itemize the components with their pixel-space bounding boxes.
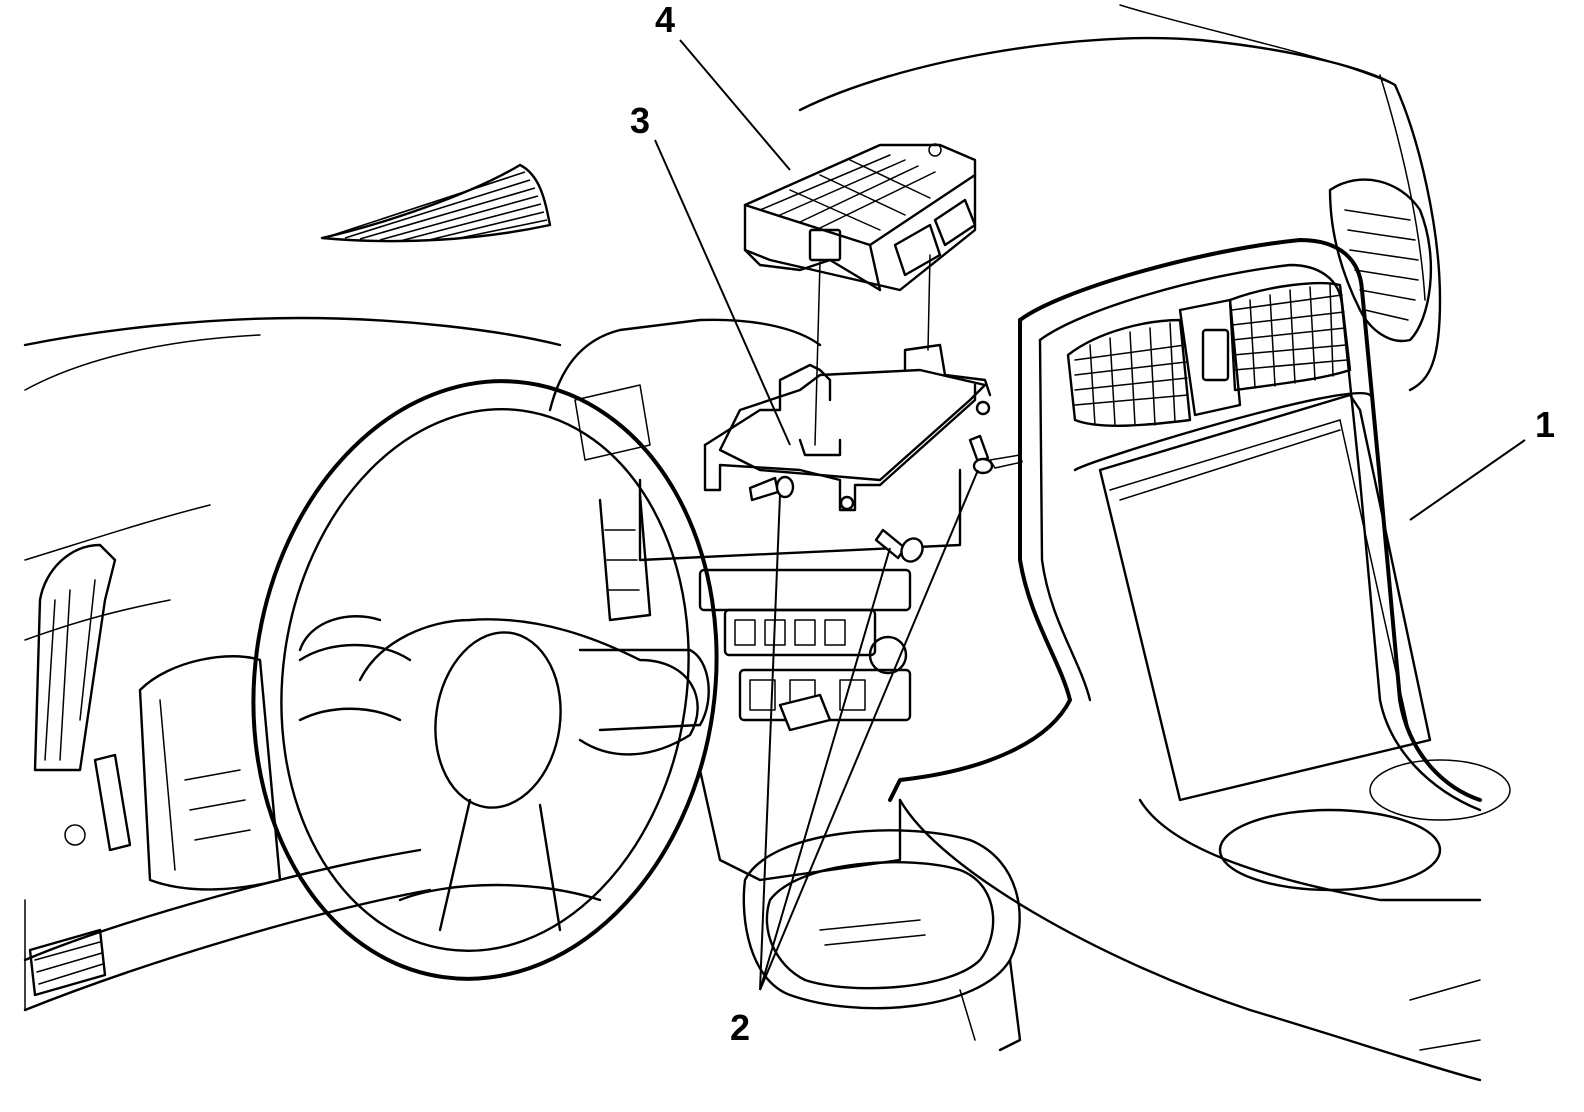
electronic-module	[743, 143, 977, 446]
callout-2: 2	[730, 1007, 750, 1048]
callout-1: 1	[1535, 404, 1555, 445]
steering-wheel	[251, 379, 719, 981]
callout-4: 4	[655, 0, 675, 40]
callout-3: 3	[630, 100, 650, 141]
fastener-center	[874, 528, 924, 563]
fasteners	[748, 434, 1023, 563]
mounting-bracket	[703, 343, 992, 512]
defroster-grille	[329, 171, 548, 242]
callout-labels: 1 2 3 4	[630, 0, 1555, 1048]
console-trim-bezel	[888, 178, 1511, 1082]
fastener-right	[968, 434, 994, 475]
left-center-vent	[1074, 322, 1189, 426]
leader-lines	[654, 39, 1526, 991]
center-stack	[548, 318, 1022, 1052]
fastener-left	[748, 475, 795, 502]
right-center-vent	[1231, 284, 1348, 389]
dashboard-panel	[23, 4, 1442, 1012]
